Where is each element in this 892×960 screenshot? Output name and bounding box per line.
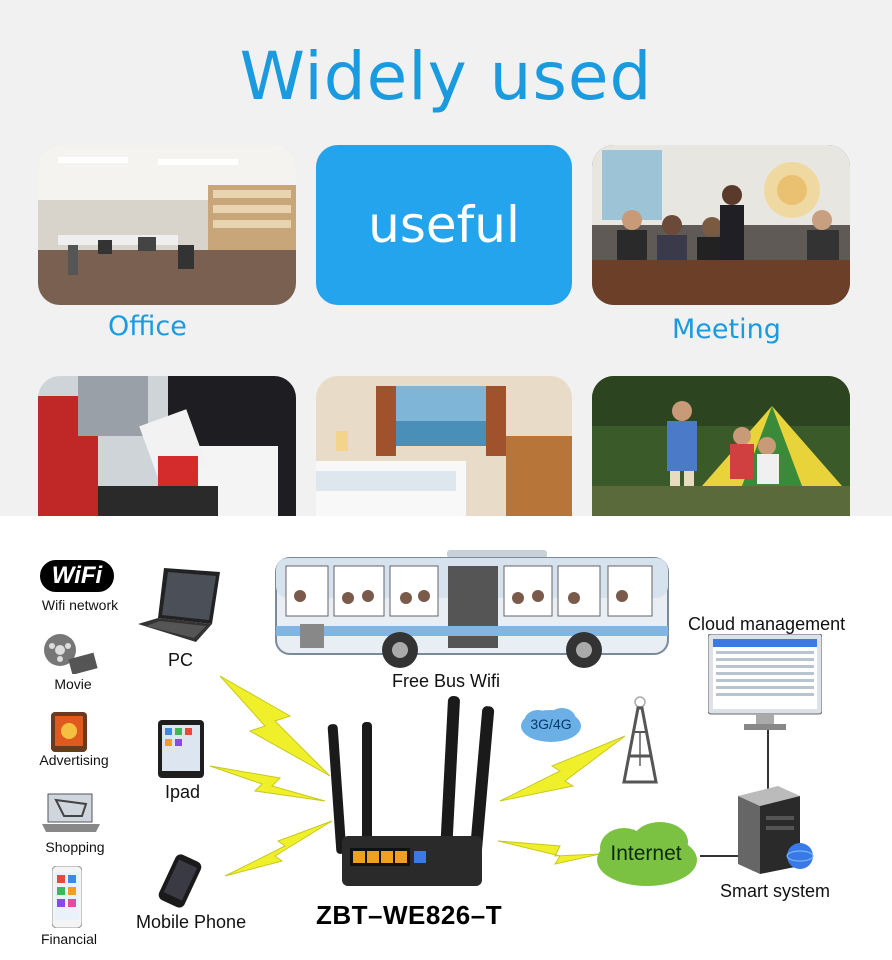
shopping-label: Shopping <box>45 839 105 855</box>
mobile-phone-icon <box>156 854 206 915</box>
advertising-label: Advertising <box>39 752 109 768</box>
meeting-photo <box>592 145 850 305</box>
movie-label: Movie <box>54 676 92 692</box>
internet-cloud-icon <box>594 818 700 895</box>
ipad-label: Ipad <box>165 782 201 802</box>
office-photo <box>38 145 296 305</box>
ipad-icon <box>158 720 204 783</box>
mobile-phone-label: Mobile Phone <box>136 912 247 932</box>
page-title: Widely used <box>239 38 653 115</box>
airport-photo <box>38 376 296 516</box>
phone-ad-icon <box>51 712 87 757</box>
monitor-icon <box>707 633 823 739</box>
office-caption: Office <box>108 311 187 342</box>
server-icon <box>738 786 814 881</box>
financial-label: Financial <box>40 931 98 947</box>
wifi-logo-icon: WiFi <box>40 560 114 592</box>
phone-app-icon <box>51 865 83 933</box>
cart-laptop-icon <box>38 786 104 839</box>
cloud-management-label: Cloud management <box>688 614 846 634</box>
bus-icon <box>272 546 672 675</box>
signal-tower-icon <box>620 696 660 789</box>
useful-tile: useful <box>316 145 572 305</box>
hotel-photo <box>316 376 572 516</box>
router-icon <box>326 696 506 901</box>
bus-wifi-label: Free Bus Wifi <box>392 671 501 691</box>
pc-label: PC <box>168 650 194 670</box>
model-name: ZBT–WE826–T <box>316 900 503 930</box>
smart-system-label: Smart system <box>720 881 831 901</box>
internet-label: Internet <box>610 842 682 865</box>
3g-4g-cloud-icon <box>520 706 582 749</box>
film-reel-icon <box>42 632 98 679</box>
camping-photo <box>592 376 850 516</box>
3g-4g-label: 3G/4G <box>530 716 572 732</box>
meeting-caption: Meeting <box>672 314 781 345</box>
laptop-icon <box>136 566 222 651</box>
signal-bolts <box>209 675 769 877</box>
wifi-network-label: Wifi network <box>41 597 119 613</box>
